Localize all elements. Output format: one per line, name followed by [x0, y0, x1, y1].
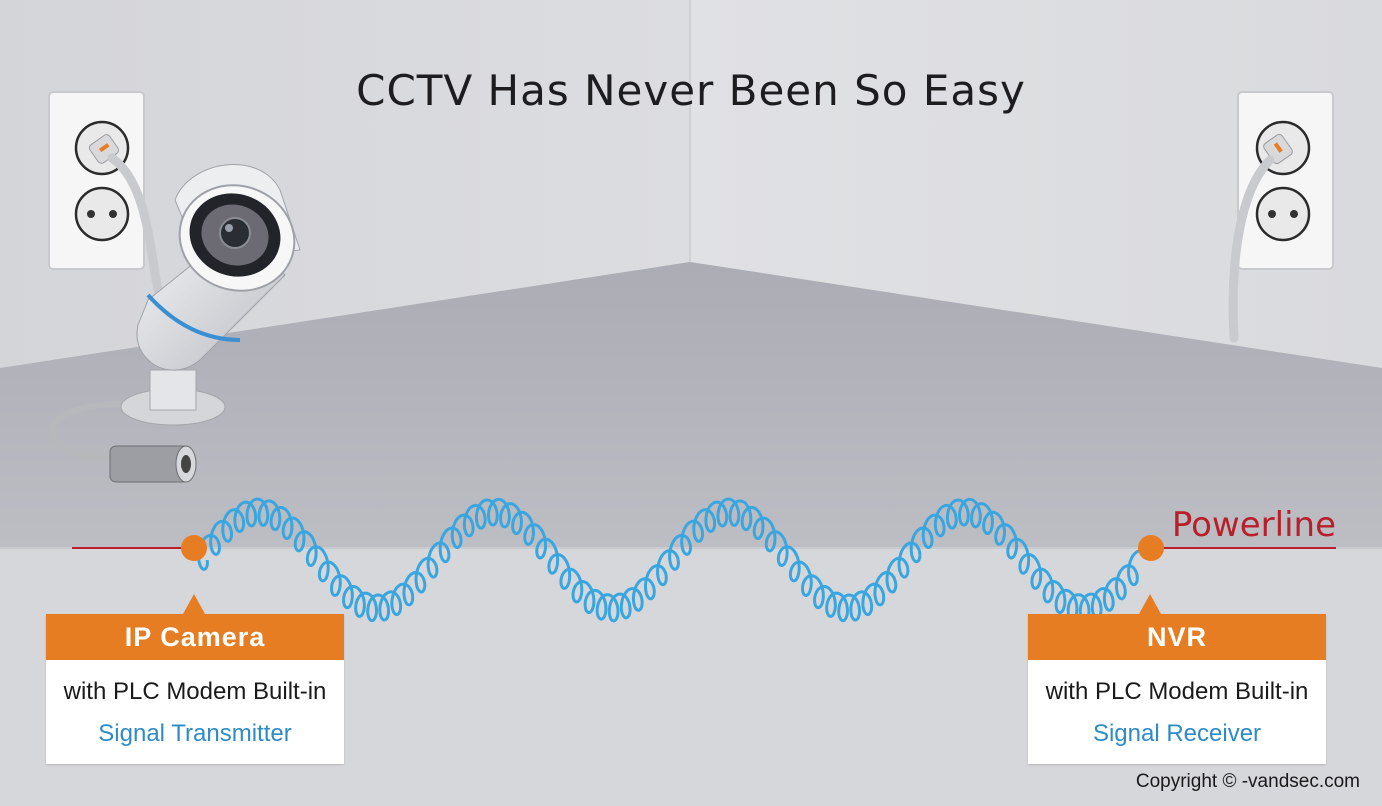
camera-connection-dot — [181, 535, 207, 561]
cable-coil-icon — [197, 497, 1151, 623]
nvr-modem-text: with PLC Modem Built-in — [1045, 678, 1309, 705]
ip-camera-heading: IP Camera — [46, 614, 344, 660]
nvr-callout: NVR with PLC Modem Built-in Signal Recei… — [1028, 614, 1326, 764]
nvr-connection-dot — [1138, 535, 1164, 561]
nvr-callout-pointer — [1139, 594, 1161, 614]
power-plug-icon — [88, 134, 165, 305]
ip-camera-role-text: Signal Transmitter — [98, 720, 292, 747]
page-title: CCTV Has Never Been So Easy — [356, 66, 1026, 115]
nvr-role-text: Signal Receiver — [1092, 720, 1262, 747]
power-plug-icon — [1228, 133, 1293, 343]
copyright-text: Copyright © -vandsec.com — [1135, 771, 1360, 792]
wall-socket-icon — [48, 91, 145, 270]
ip-camera-modem-text: with PLC Modem Built-in — [63, 678, 327, 705]
security-camera-icon — [49, 164, 301, 483]
powerline-label: Powerline — [1171, 505, 1336, 545]
nvr-heading: NVR — [1028, 614, 1326, 660]
ip-camera-callout: IP Camera with PLC Modem Built-in Signal… — [46, 614, 344, 764]
camera-callout-pointer — [183, 594, 205, 614]
